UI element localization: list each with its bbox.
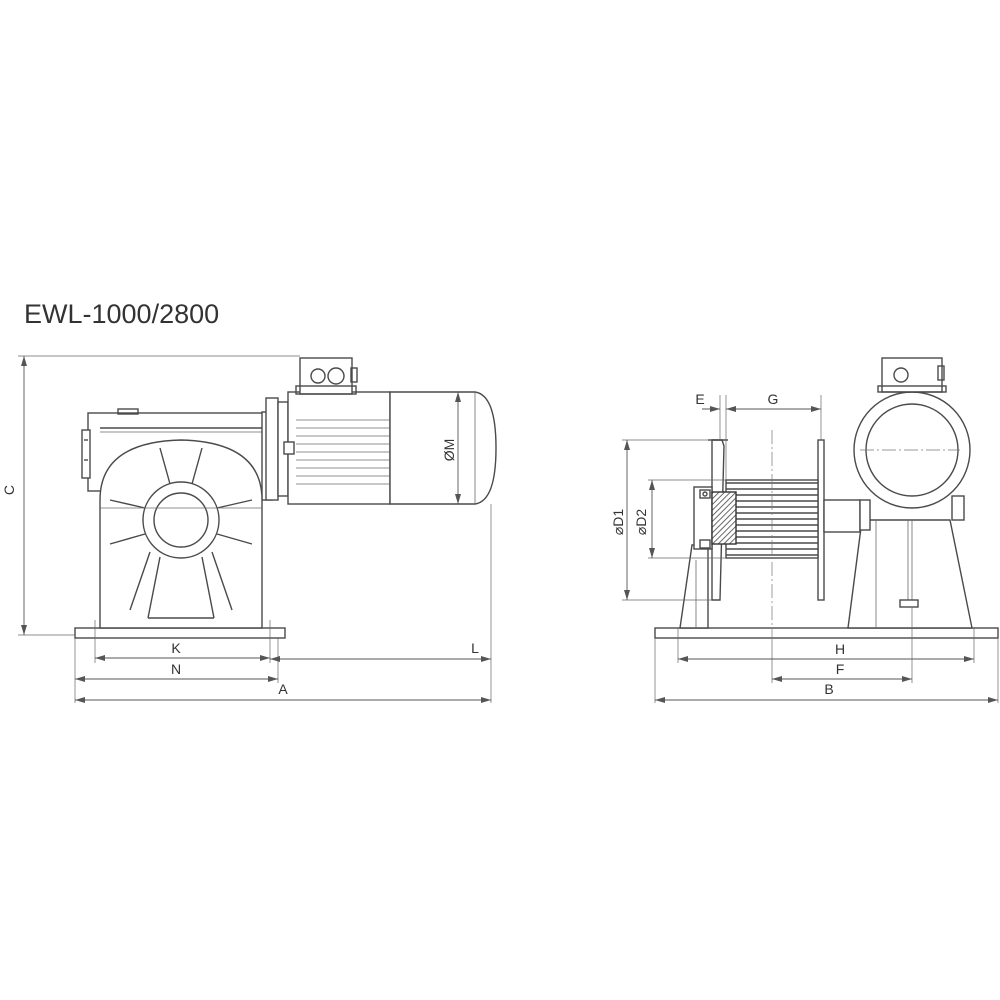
drum-shaft bbox=[823, 499, 861, 533]
dim-N bbox=[75, 676, 278, 682]
dim-label-L: L bbox=[471, 640, 479, 656]
dim-label-N: N bbox=[171, 661, 181, 677]
dim-A bbox=[75, 697, 491, 703]
motor-end-view bbox=[853, 357, 971, 509]
dim-G bbox=[726, 406, 821, 412]
dim-C bbox=[18, 355, 300, 636]
dim-F bbox=[772, 676, 912, 682]
motor-fan-cover bbox=[389, 391, 497, 505]
dim-label-D1: ⌀D1 bbox=[610, 509, 626, 536]
dim-H bbox=[678, 656, 974, 662]
end-terminal-box bbox=[881, 357, 943, 393]
left-pedestal bbox=[679, 544, 709, 629]
dim-label-D2: ⌀D2 bbox=[633, 509, 649, 536]
drawing-title: EWL-1000/2800 bbox=[24, 299, 219, 329]
brake-hub bbox=[693, 486, 737, 550]
drum-flange-right bbox=[817, 439, 825, 601]
dim-L bbox=[270, 656, 491, 662]
side-base-plate bbox=[74, 627, 286, 639]
dim-B bbox=[655, 697, 998, 703]
dim-D1 bbox=[624, 440, 630, 600]
dim-label-C: C bbox=[1, 485, 17, 495]
dim-M bbox=[455, 392, 461, 504]
dim-K bbox=[95, 655, 270, 661]
side-view: C ØM K L bbox=[1, 355, 497, 703]
dim-label-A: A bbox=[278, 681, 288, 697]
dim-label-K: K bbox=[171, 640, 181, 656]
dim-label-H: H bbox=[835, 641, 845, 657]
dim-label-G: G bbox=[768, 391, 779, 407]
end-base-plate bbox=[654, 627, 999, 639]
motor-flange bbox=[265, 397, 279, 501]
right-support bbox=[847, 519, 973, 629]
dim-D2 bbox=[649, 480, 655, 558]
drum-support-frame bbox=[99, 439, 263, 629]
motor-body bbox=[287, 391, 391, 505]
dim-label-M: ØM bbox=[441, 439, 457, 462]
dim-label-B: B bbox=[824, 681, 833, 697]
shaft-bore bbox=[153, 492, 209, 548]
motor bbox=[265, 357, 497, 505]
end-view: E G ⌀D1 ⌀D2 H bbox=[610, 357, 999, 703]
dim-label-E: E bbox=[695, 391, 704, 407]
dim-label-F: F bbox=[836, 661, 845, 677]
